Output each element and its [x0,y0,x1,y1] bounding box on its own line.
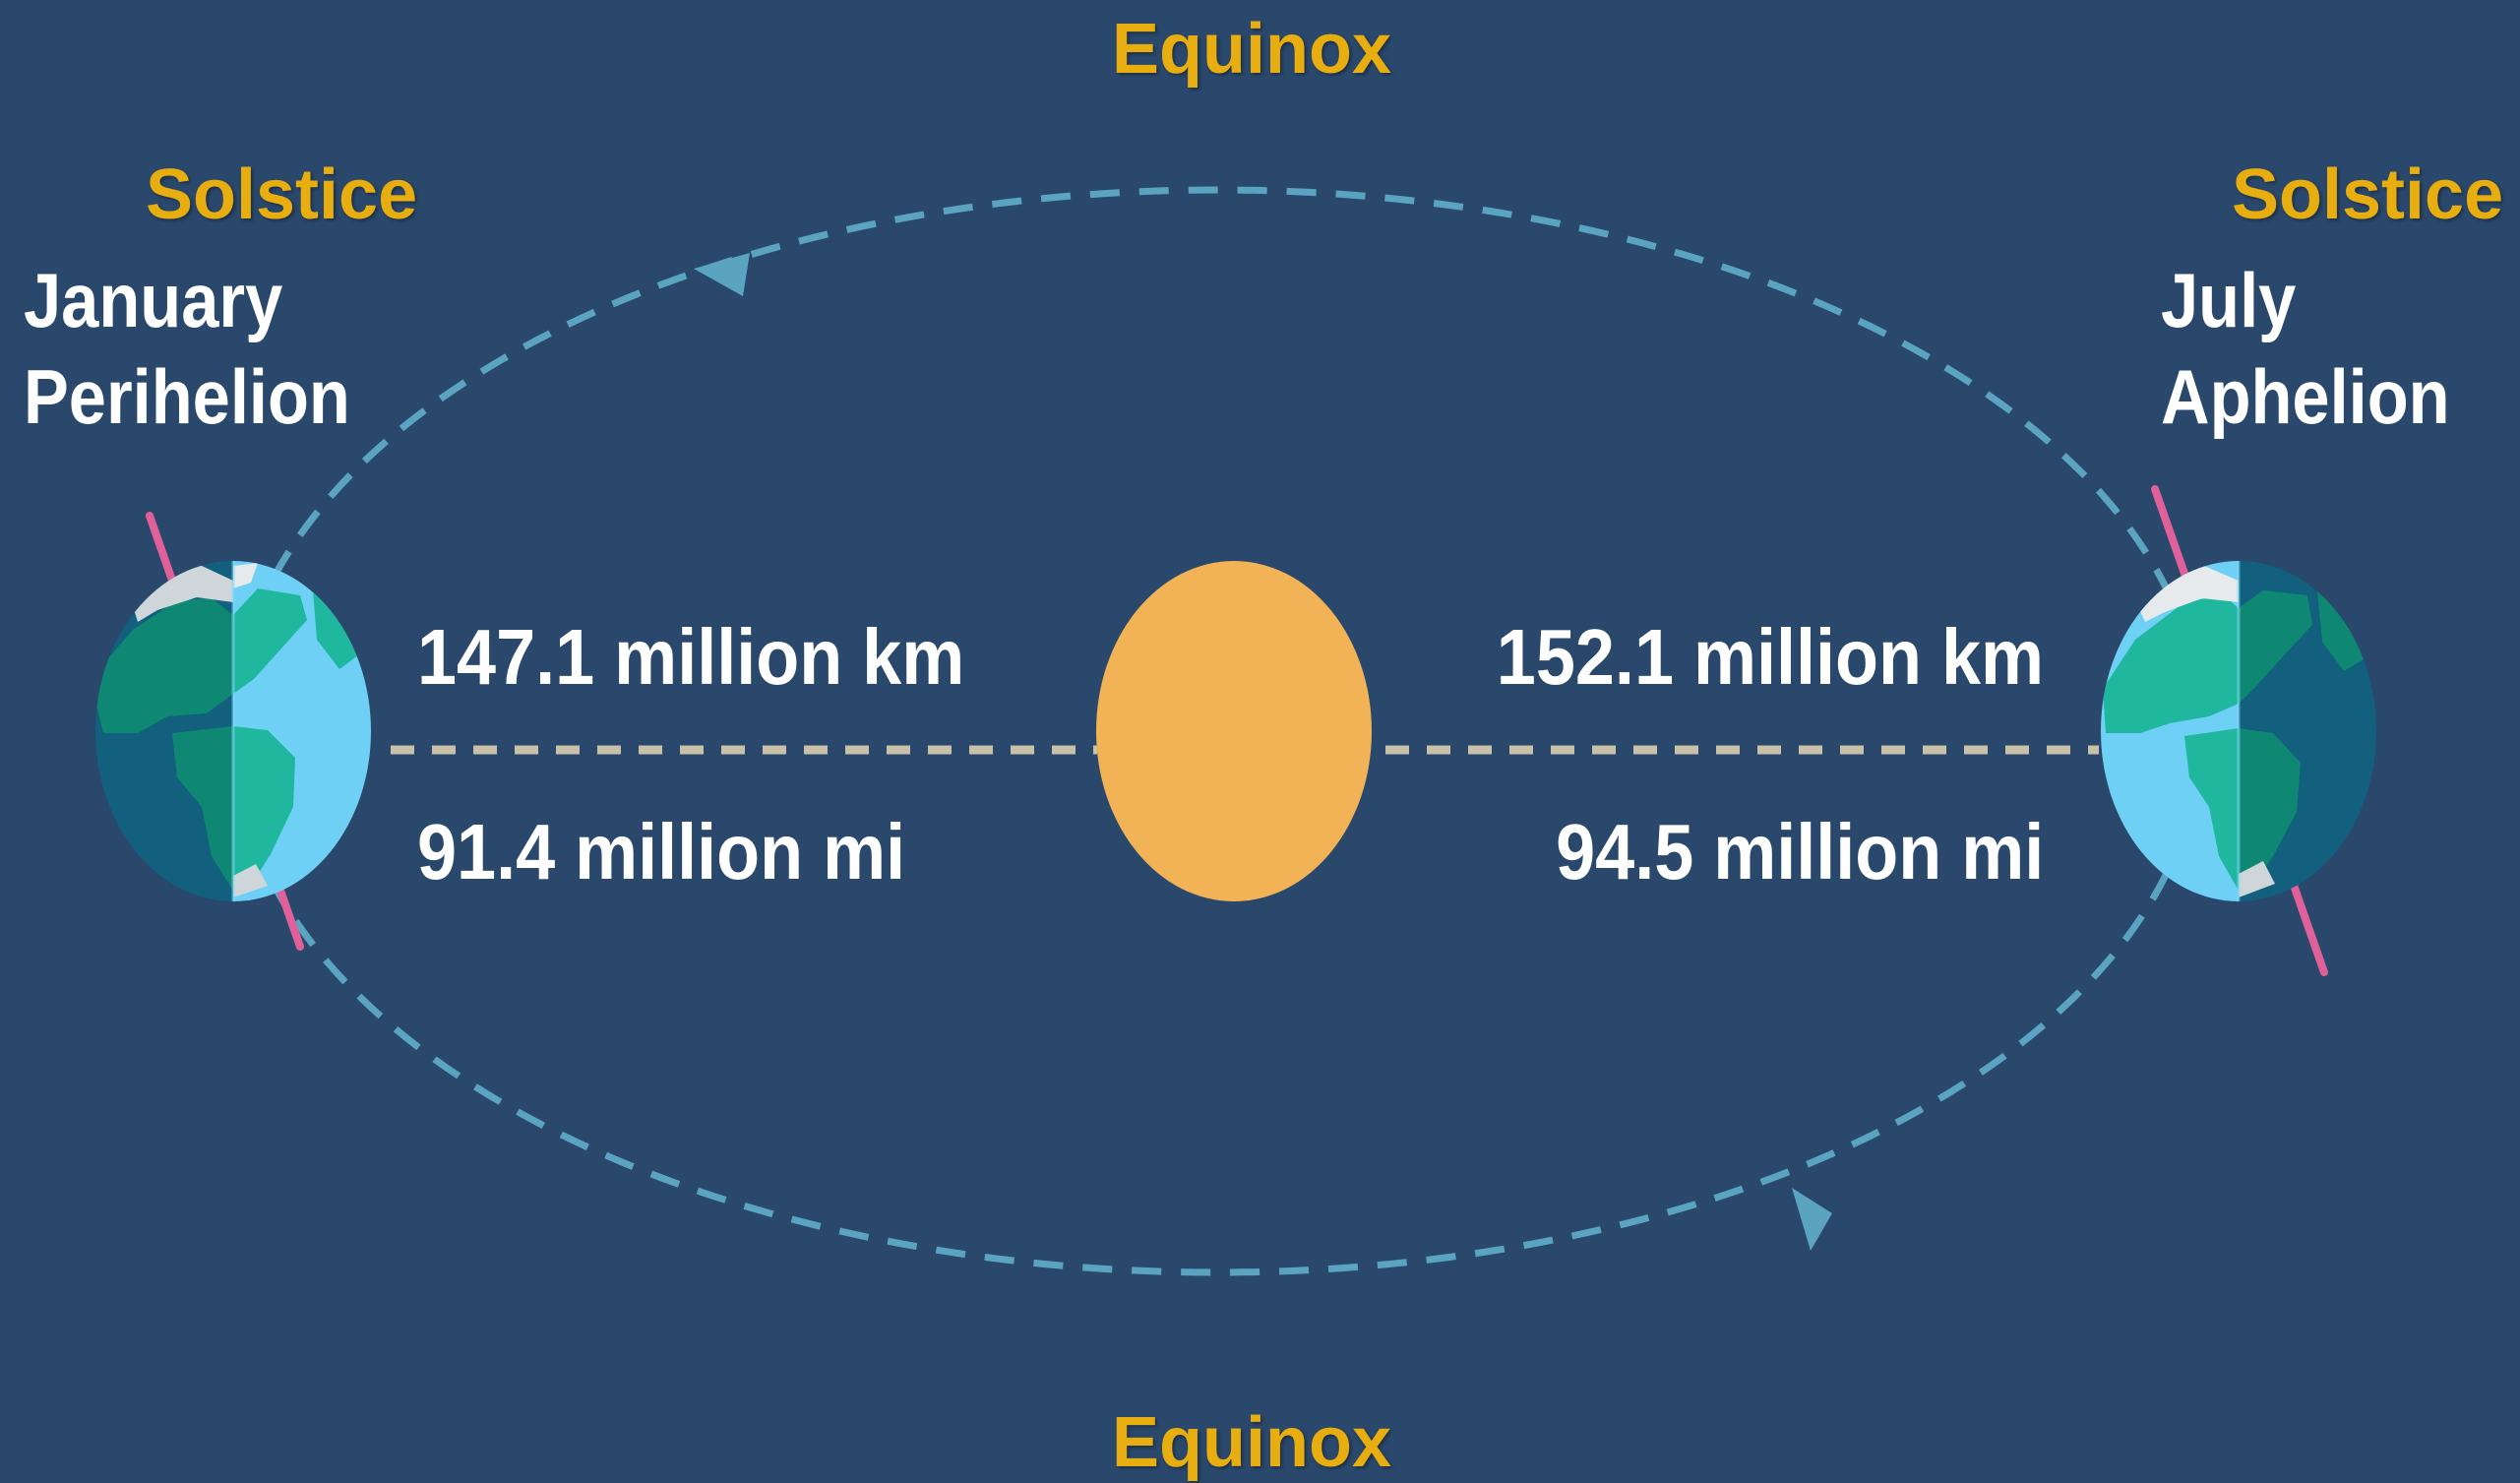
orbit-direction-arrow-bottom [1792,1188,1832,1251]
july-label: July [2161,257,2297,343]
january-label: January [24,257,283,343]
perihelion-distance-km: 147.1 million km [417,613,965,701]
equinox-label-top: Equinox [1112,10,1391,89]
perihelion-distance-mi: 91.4 million mi [417,808,906,896]
perihelion-label: Perihelion [24,353,350,440]
equinox-label-bottom: Equinox [1112,1403,1391,1482]
earth-icon [95,561,371,901]
earth-icon [2101,561,2376,901]
sun-icon [1096,561,1372,901]
orbit-direction-arrow-top [694,253,750,296]
solstice-label-right: Solstice [2232,155,2504,234]
aphelion-distance-km: 152.1 million km [1496,613,2044,701]
solstice-label-left: Solstice [146,155,418,234]
aphelion-label: Aphelion [2161,353,2450,440]
aphelion-distance-mi: 94.5 million mi [1555,808,2044,896]
